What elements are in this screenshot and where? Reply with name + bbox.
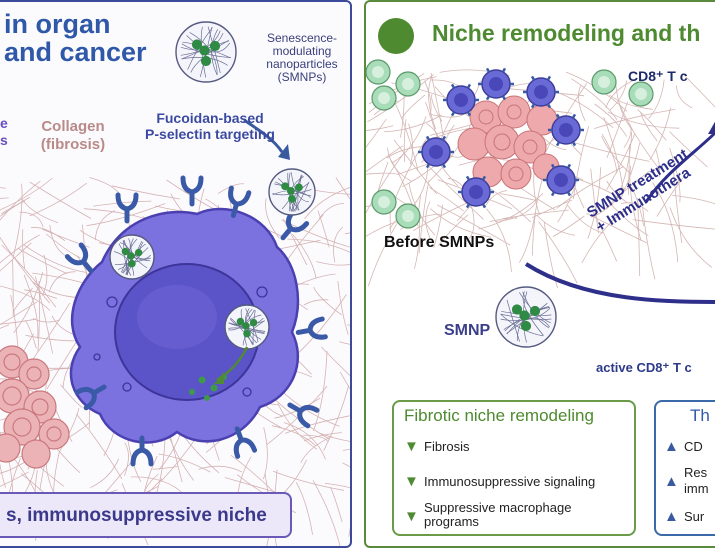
receptor-icon	[180, 175, 204, 207]
therapy-item: Res	[684, 465, 708, 480]
cd8-t-cell-icon	[395, 203, 421, 229]
immune-cell-icon	[443, 83, 479, 117]
niche-banner: s, immunosuppressive niche	[0, 492, 292, 538]
treatment-arrow	[524, 262, 715, 304]
nanoparticle-icon	[175, 21, 237, 83]
left-title-line2: and cancer	[4, 37, 147, 67]
receptor-icon	[280, 209, 310, 241]
fragment-label-e: e	[0, 115, 8, 131]
active-cd8-label: active CD8⁺ T c	[596, 360, 692, 375]
receptor-icon	[295, 316, 328, 340]
cd8-label: CD8⁺ T c	[628, 68, 688, 84]
immune-cell-icon	[418, 135, 454, 169]
right-title: Niche remodeling and th	[432, 20, 701, 46]
therapy-box-title: Th	[690, 406, 710, 425]
immune-cell-icon	[478, 67, 514, 101]
nanoparticle-icon	[268, 168, 316, 216]
receptor-icon	[228, 185, 252, 219]
targeting-arrow	[243, 118, 284, 153]
left-panel: in organ and cancer Senescence- modulati…	[0, 0, 352, 548]
nanoparticle-icon	[495, 286, 557, 348]
immune-cell-icon	[548, 113, 584, 147]
receptor-icon	[233, 426, 258, 459]
receptor-icon	[74, 384, 107, 411]
immune-cell-icon	[458, 175, 494, 209]
therapy-item: CD	[684, 439, 703, 454]
collagen-label: Collagen (fibrosis)	[40, 118, 106, 153]
receptor-icon	[115, 192, 139, 224]
cd8-t-cell-icon	[366, 59, 391, 85]
immune-cell-icon	[523, 75, 559, 109]
therapy-item: Sur	[684, 509, 705, 524]
fibrotic-item: Fibrosis	[424, 439, 470, 454]
smnp-label: SMNP	[444, 322, 491, 339]
fibrotic-remodeling-box: Fibrotic niche remodeling ▼ Fibrosis ▼ I…	[392, 400, 636, 536]
fibrotic-item: Immunosuppressive signaling	[424, 474, 596, 489]
immune-cell-icon	[543, 163, 579, 197]
up-arrow-icon: ▲	[664, 438, 679, 455]
down-arrow-icon: ▼	[404, 508, 419, 525]
cd8-t-cell-icon	[395, 71, 421, 97]
receptor-icon	[130, 435, 154, 467]
right-illustration	[366, 18, 715, 348]
fragment-label-s: s	[0, 132, 8, 148]
down-arrow-icon: ▼	[404, 438, 419, 455]
down-arrow-icon: ▼	[404, 473, 419, 490]
up-arrow-icon: ▲	[664, 508, 679, 525]
right-panel: Niche remodeling and th CD8⁺ T c Before …	[364, 0, 715, 548]
therapy-item: imm	[684, 481, 709, 496]
left-illustration	[0, 21, 350, 546]
left-title-line1: in organ	[4, 9, 111, 39]
therapy-box: Th ▲ CD ▲ Res imm ▲ Sur	[654, 400, 715, 536]
nanoparticle-icon	[224, 304, 270, 350]
tumor-mass	[457, 95, 560, 190]
cd8-t-cell-icon	[591, 69, 617, 95]
cd8-t-cell-icon	[628, 81, 654, 107]
cd8-t-cell-icon	[371, 189, 397, 215]
fibrotic-item: Suppressive macrophage programs	[424, 500, 572, 529]
title-bullet-icon	[378, 18, 414, 54]
tumor-cluster	[0, 345, 70, 469]
receptor-icon	[64, 242, 94, 274]
nanoparticle-icon	[109, 234, 155, 280]
cd8-t-cell-icon	[371, 85, 397, 111]
targeting-label: Fucoidan-based P-selectin targeting	[145, 110, 275, 142]
before-smnps-label: Before SMNPs	[384, 234, 495, 251]
fibrotic-box-title: Fibrotic niche remodeling	[404, 406, 594, 425]
up-arrow-icon: ▲	[664, 473, 679, 490]
nanoparticle-label: Senescence- modulating nanoparticles (SM…	[266, 31, 338, 84]
receptor-icon	[287, 402, 320, 429]
